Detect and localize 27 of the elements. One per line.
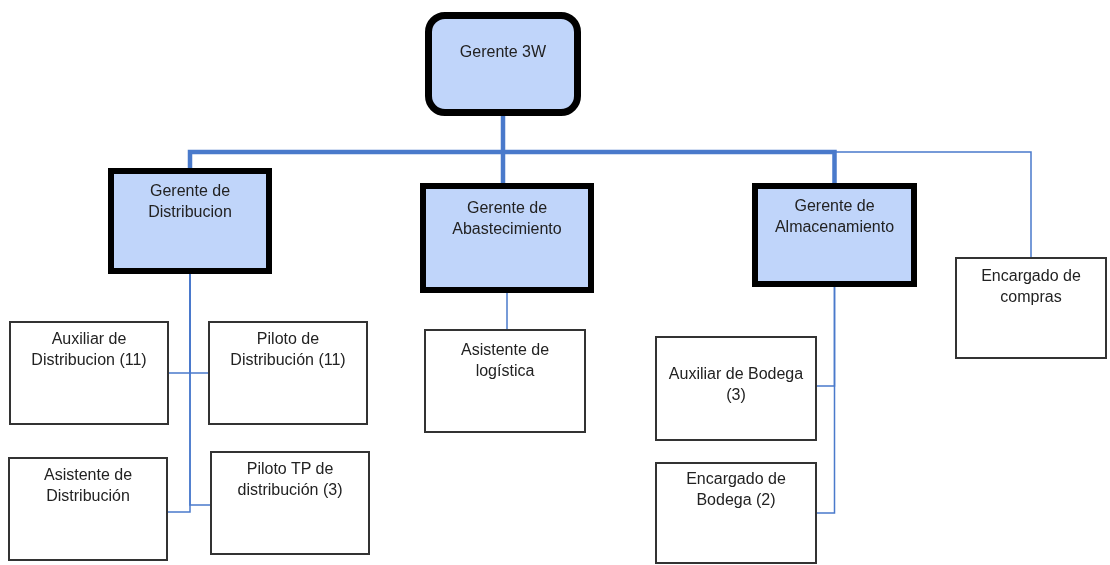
position-box [955, 257, 1107, 359]
position-title: Gerente 3W [458, 42, 548, 62]
connector-line [506, 292, 508, 330]
position-title: Gerente de Almacenamiento [773, 196, 896, 237]
position-title: Encargado de compras [980, 266, 1082, 307]
position-title: Gerente de Distribucion [147, 181, 233, 222]
position-box [655, 462, 817, 564]
manager-box [420, 183, 594, 293]
position-title: Piloto TP de distribución (3) [236, 459, 344, 500]
position-box [424, 329, 586, 433]
position-box [9, 321, 169, 425]
position-box [8, 457, 168, 561]
position-title: Auxiliar de Distribucion (11) [30, 329, 148, 370]
position-title: Auxiliar de Bodega (3) [667, 364, 805, 405]
manager-box [108, 168, 272, 274]
connector-line [816, 286, 836, 514]
position-title: Encargado de Bodega (2) [685, 469, 787, 510]
position-title: Asistente de logística [459, 340, 551, 381]
position-box [208, 321, 368, 425]
manager-box [425, 12, 581, 116]
position-box [655, 336, 817, 441]
position-title: Gerente de Abastecimiento [451, 198, 563, 239]
connector-line [189, 273, 211, 506]
position-title: Asistente de Distribución [42, 465, 134, 506]
position-title: Piloto de Distribución (11) [229, 329, 347, 370]
position-box [210, 451, 370, 555]
manager-box [752, 183, 917, 287]
